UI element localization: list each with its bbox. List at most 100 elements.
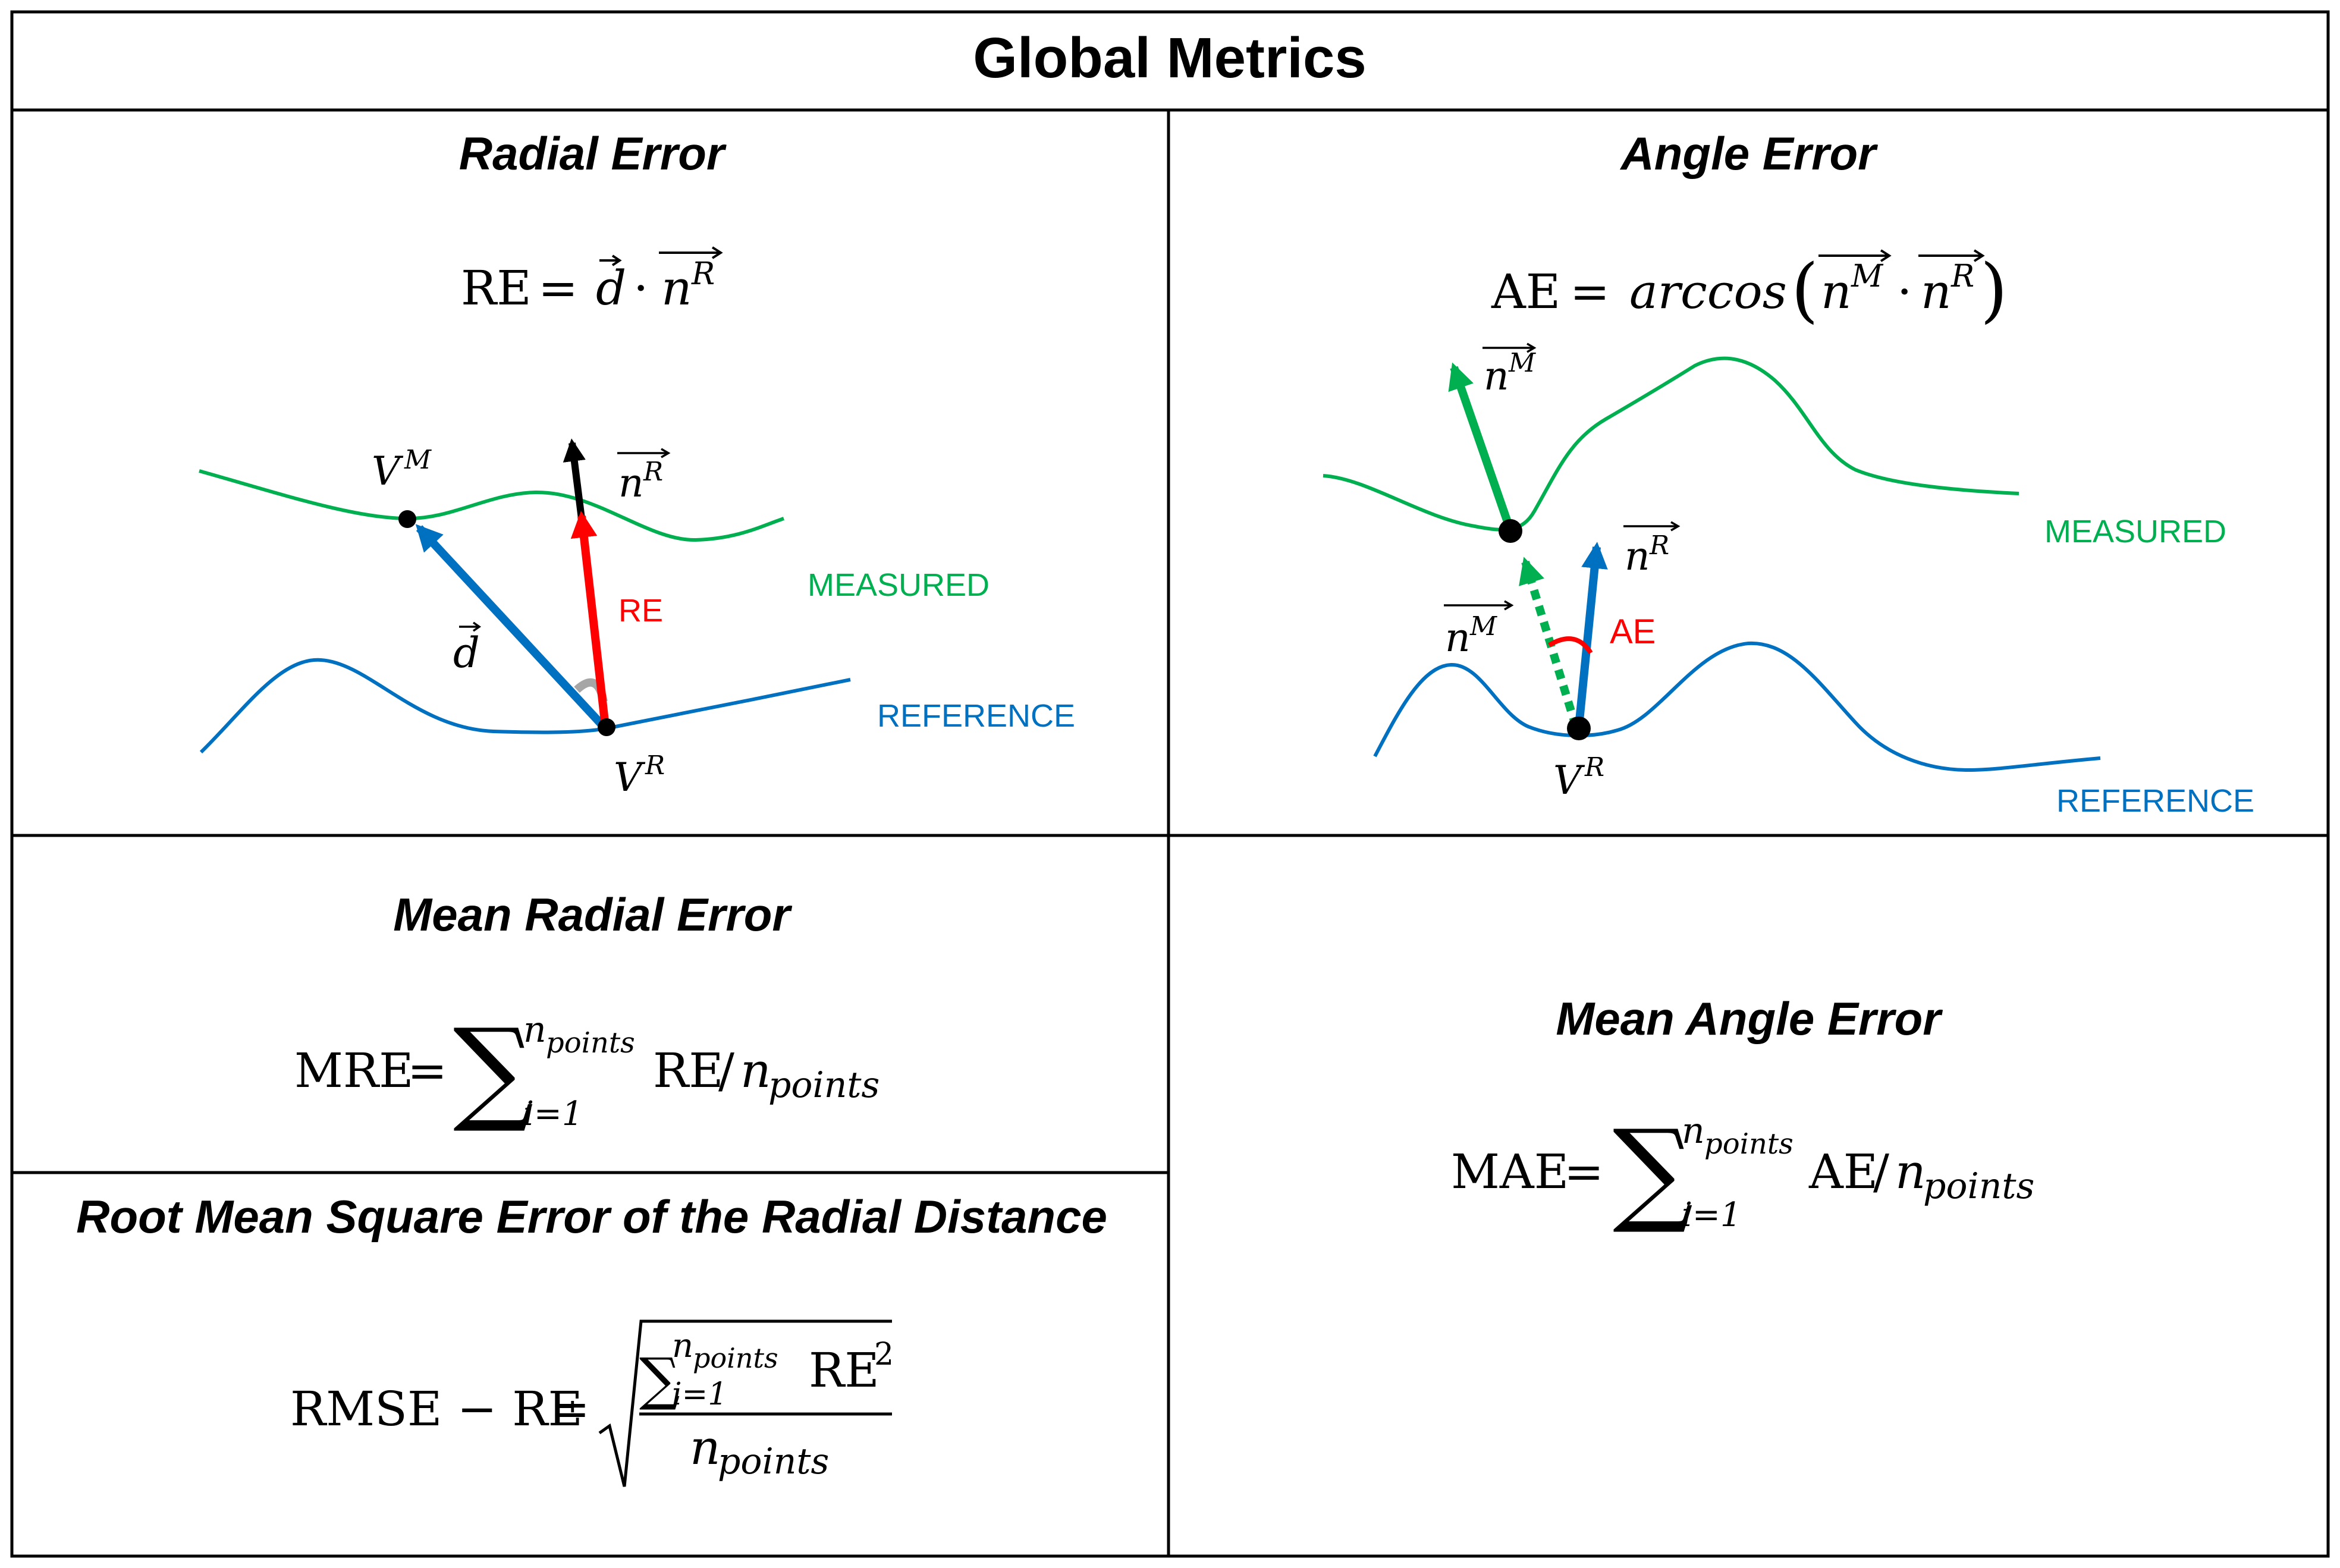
svg-text:n: n (1484, 353, 1509, 399)
measured-label: MEASURED (808, 567, 990, 603)
mean-radial-error-cell: Mean Radial Error MRE = ∑ n points i=1 R… (294, 888, 880, 1136)
mre-formula: MRE = ∑ n points i=1 RE / n points (294, 1004, 880, 1136)
reference-curve (1373, 641, 2101, 772)
ae-label: AE (1610, 612, 1656, 651)
svg-text:d: d (596, 260, 626, 316)
angle-error-formula: AE = arccos ( n M · n R ) (1491, 249, 2008, 331)
d-label: d (453, 621, 482, 677)
svg-text:): ) (1980, 249, 2008, 331)
svg-text:n: n (618, 460, 644, 506)
svg-text:V: V (614, 755, 646, 800)
mean-radial-error-title: Mean Radial Error (393, 888, 792, 941)
svg-text:AE: AE (1808, 1144, 1878, 1199)
nm-low-label: n M (1444, 600, 1514, 661)
page-title: Global Metrics (973, 26, 1367, 90)
svg-text:points: points (546, 1026, 635, 1060)
svg-text:V: V (372, 448, 404, 494)
svg-text:points: points (693, 1342, 778, 1374)
svg-text:R: R (645, 750, 665, 781)
svg-text:RE: RE (809, 1343, 880, 1398)
table-grid (10, 10, 2330, 1558)
svg-text:points: points (1704, 1127, 1794, 1161)
nm-top-label: n M (1482, 342, 1537, 399)
nr-label: n R (617, 448, 671, 506)
rmse-formula: RMSE − RE = ∑ n points i=1 RE 2 n points (290, 1319, 894, 1487)
svg-text:points: points (1923, 1165, 2034, 1207)
svg-text:2: 2 (874, 1337, 894, 1372)
svg-text:MAE: MAE (1451, 1144, 1569, 1199)
measured-label: MEASURED (2044, 514, 2226, 549)
svg-text:(: ( (1791, 249, 1818, 331)
svg-text:=: = (1570, 264, 1610, 319)
svg-text:M: M (1851, 259, 1884, 294)
vr-point (598, 718, 615, 736)
measured-curve (199, 469, 784, 542)
svg-text:∑: ∑ (453, 1004, 534, 1136)
mean-angle-error-title: Mean Angle Error (1556, 992, 1943, 1045)
ae-angle-marker (1547, 636, 1593, 655)
measured-curve (1323, 356, 2019, 532)
svg-text:d: d (453, 629, 480, 677)
svg-text:M: M (1508, 348, 1536, 378)
rmse-title: Root Mean Square Error of the Radial Dis… (76, 1190, 1107, 1243)
reference-label: REFERENCE (877, 698, 1075, 734)
svg-text:=: = (550, 1381, 590, 1437)
normal-reference-arrow (563, 438, 586, 519)
svg-text:RMSE − RE: RMSE − RE (290, 1381, 583, 1437)
svg-text:RE: RE (461, 260, 532, 316)
svg-text:points: points (768, 1064, 880, 1106)
svg-text:∑: ∑ (639, 1346, 680, 1412)
mae-formula: MAE = ∑ n points i=1 AE / n points (1451, 1105, 2034, 1237)
svg-text:AE: AE (1491, 264, 1560, 319)
svg-text:RE: RE (653, 1043, 724, 1098)
svg-text:M: M (404, 445, 432, 475)
nr-label: n R (1623, 521, 1681, 579)
svg-text:/: / (1873, 1144, 1889, 1199)
svg-text:n: n (1445, 615, 1471, 661)
d-vector-arrow (415, 524, 607, 730)
svg-text:M: M (1469, 611, 1497, 642)
svg-text:/: / (718, 1043, 734, 1098)
svg-text:points: points (718, 1441, 829, 1482)
vr-point (1567, 717, 1591, 740)
radial-error-formula: RE = d · n R (461, 246, 723, 316)
reference-curve (199, 658, 851, 754)
svg-text:n: n (523, 1009, 546, 1051)
reference-normal-arrow (1575, 542, 1608, 727)
svg-text:i=1: i=1 (523, 1095, 583, 1133)
vm-point (1499, 519, 1522, 543)
svg-text:n: n (1821, 264, 1852, 319)
svg-text:·: · (633, 260, 648, 316)
svg-text:=: = (1564, 1144, 1604, 1199)
vr-label: V R (1553, 752, 1604, 803)
svg-text:i=1: i=1 (672, 1377, 727, 1412)
vr-label: V R (614, 750, 665, 800)
vm-label: V M (372, 445, 432, 494)
radial-error-cell: Radial Error RE = d · n R V M n (199, 127, 1075, 800)
angle-error-cell: Angle Error AE = arccos ( n M · n R ) (1323, 127, 2254, 819)
svg-text:n: n (1895, 1144, 1926, 1199)
svg-text:n: n (740, 1043, 771, 1098)
svg-text:n: n (672, 1327, 693, 1365)
svg-text:i=1: i=1 (1682, 1196, 1741, 1234)
svg-text:V: V (1553, 758, 1585, 803)
re-vector-arrow (570, 511, 610, 727)
svg-text:n: n (1682, 1110, 1705, 1152)
svg-text:n: n (1625, 533, 1650, 579)
svg-text:arccos: arccos (1629, 264, 1787, 319)
svg-text:n: n (661, 260, 692, 316)
svg-text:R: R (1950, 259, 1974, 294)
svg-text:MRE: MRE (294, 1043, 414, 1098)
mean-angle-error-cell: Mean Angle Error MAE = ∑ n points i=1 AE… (1451, 992, 2034, 1237)
svg-text:R: R (691, 256, 715, 292)
svg-text:n: n (1921, 264, 1952, 319)
vm-point (398, 510, 416, 528)
reference-label: REFERENCE (2056, 783, 2254, 819)
svg-text:·: · (1897, 264, 1912, 319)
measured-normal-arrow (1448, 362, 1515, 532)
svg-text:=: = (538, 260, 578, 316)
svg-text:R: R (1584, 752, 1604, 783)
angle-error-title: Angle Error (1619, 127, 1878, 180)
svg-text:R: R (643, 457, 663, 487)
